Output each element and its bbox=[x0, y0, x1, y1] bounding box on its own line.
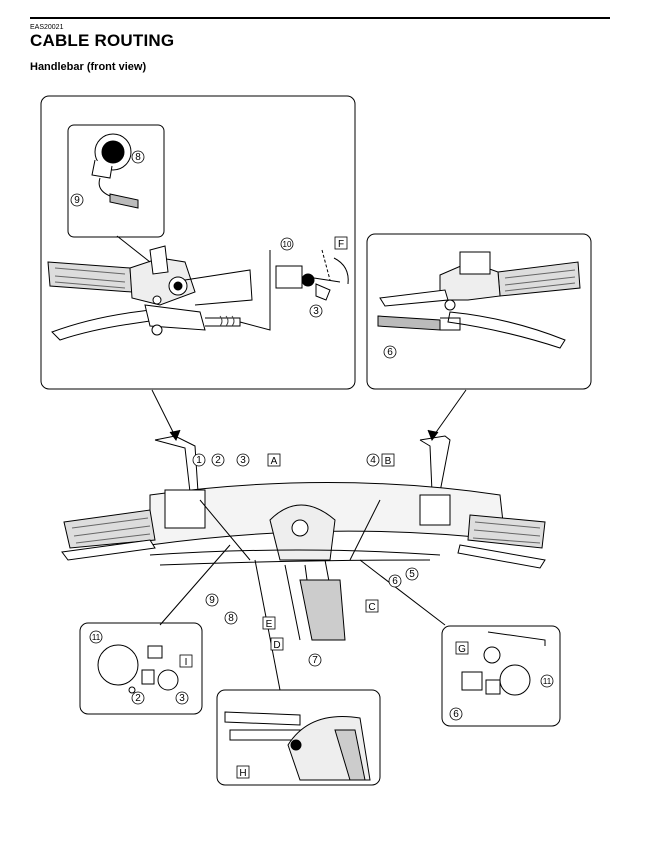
label-2-detail: 2 bbox=[135, 693, 141, 704]
callout-8 bbox=[224, 611, 238, 625]
callout-7 bbox=[308, 653, 322, 667]
label-4: 4 bbox=[370, 455, 376, 466]
detail-inset-switch bbox=[67, 124, 165, 238]
label-5: 5 bbox=[409, 569, 415, 580]
letter-C: C bbox=[368, 602, 375, 613]
label-3-detail: 3 bbox=[179, 693, 185, 704]
callout-9 bbox=[205, 593, 219, 607]
label-7: 7 bbox=[312, 655, 318, 666]
label-8: 8 bbox=[228, 613, 234, 624]
callout-3-top bbox=[309, 304, 323, 318]
callout-9-top bbox=[70, 193, 84, 207]
letter-box-C bbox=[365, 599, 379, 613]
label-9: 9 bbox=[209, 595, 215, 606]
callout-5 bbox=[405, 567, 419, 581]
letter-A: A bbox=[271, 456, 278, 467]
letter-box-E bbox=[262, 616, 276, 630]
label-6-right: 6 bbox=[387, 347, 393, 358]
harness-drawing-H bbox=[224, 711, 371, 781]
callout-3-detail bbox=[175, 691, 189, 705]
label-9-top: 9 bbox=[74, 195, 80, 206]
callout-10 bbox=[280, 237, 294, 251]
callout-6-right bbox=[383, 345, 397, 359]
header-rule bbox=[30, 17, 610, 19]
letter-box-A bbox=[267, 453, 281, 467]
letter-box-B bbox=[381, 453, 395, 467]
page-title: CABLE ROUTING bbox=[30, 31, 175, 50]
label-11-left: 11 bbox=[92, 633, 101, 642]
callout-2-detail bbox=[131, 691, 145, 705]
clamp-drawing-G bbox=[461, 631, 546, 696]
clamp-drawing-I bbox=[97, 644, 179, 694]
callout-1 bbox=[192, 453, 206, 467]
label-2: 2 bbox=[215, 455, 221, 466]
label-6-detail: 6 bbox=[453, 709, 459, 720]
callout-2 bbox=[211, 453, 225, 467]
page-subtitle: Handlebar (front view) bbox=[30, 61, 147, 73]
letter-box-H bbox=[236, 765, 250, 779]
callout-6 bbox=[388, 574, 402, 588]
letter-I: I bbox=[185, 657, 188, 668]
label-3-top: 3 bbox=[313, 306, 319, 317]
callout-4 bbox=[366, 453, 380, 467]
label-3: 3 bbox=[240, 455, 246, 466]
letter-D: D bbox=[273, 640, 280, 651]
label-6: 6 bbox=[392, 576, 398, 587]
connector-drawing bbox=[275, 249, 349, 301]
detail-frame-left bbox=[40, 95, 356, 390]
letter-F: F bbox=[338, 239, 344, 250]
letter-box-G bbox=[455, 641, 469, 655]
callout-8-top bbox=[131, 150, 145, 164]
main-handlebar-drawing bbox=[61, 435, 546, 641]
callout-6-detail bbox=[449, 707, 463, 721]
letter-box-F bbox=[334, 236, 348, 250]
letter-box-D bbox=[270, 637, 284, 651]
left-grip-drawing bbox=[47, 245, 271, 341]
switch-drawing bbox=[91, 133, 139, 209]
callout-3 bbox=[236, 453, 250, 467]
letter-B: B bbox=[385, 456, 392, 467]
right-grip-drawing bbox=[377, 251, 581, 349]
detail-frame-I bbox=[79, 622, 203, 715]
callout-11-left bbox=[89, 630, 103, 644]
label-11-right: 11 bbox=[543, 677, 552, 686]
letter-box-I bbox=[179, 654, 193, 668]
detail-frame-right bbox=[366, 233, 592, 390]
detail-frame-G bbox=[441, 625, 561, 727]
section-code: EAS20021 bbox=[30, 24, 64, 31]
detail-frame-H bbox=[216, 689, 381, 786]
label-8-top: 8 bbox=[135, 152, 141, 163]
letter-E: E bbox=[266, 619, 273, 630]
label-1: 1 bbox=[196, 455, 202, 466]
letter-G: G bbox=[458, 644, 466, 655]
letter-H: H bbox=[239, 768, 246, 779]
callout-11-right bbox=[540, 674, 554, 688]
label-10: 10 bbox=[283, 240, 292, 249]
